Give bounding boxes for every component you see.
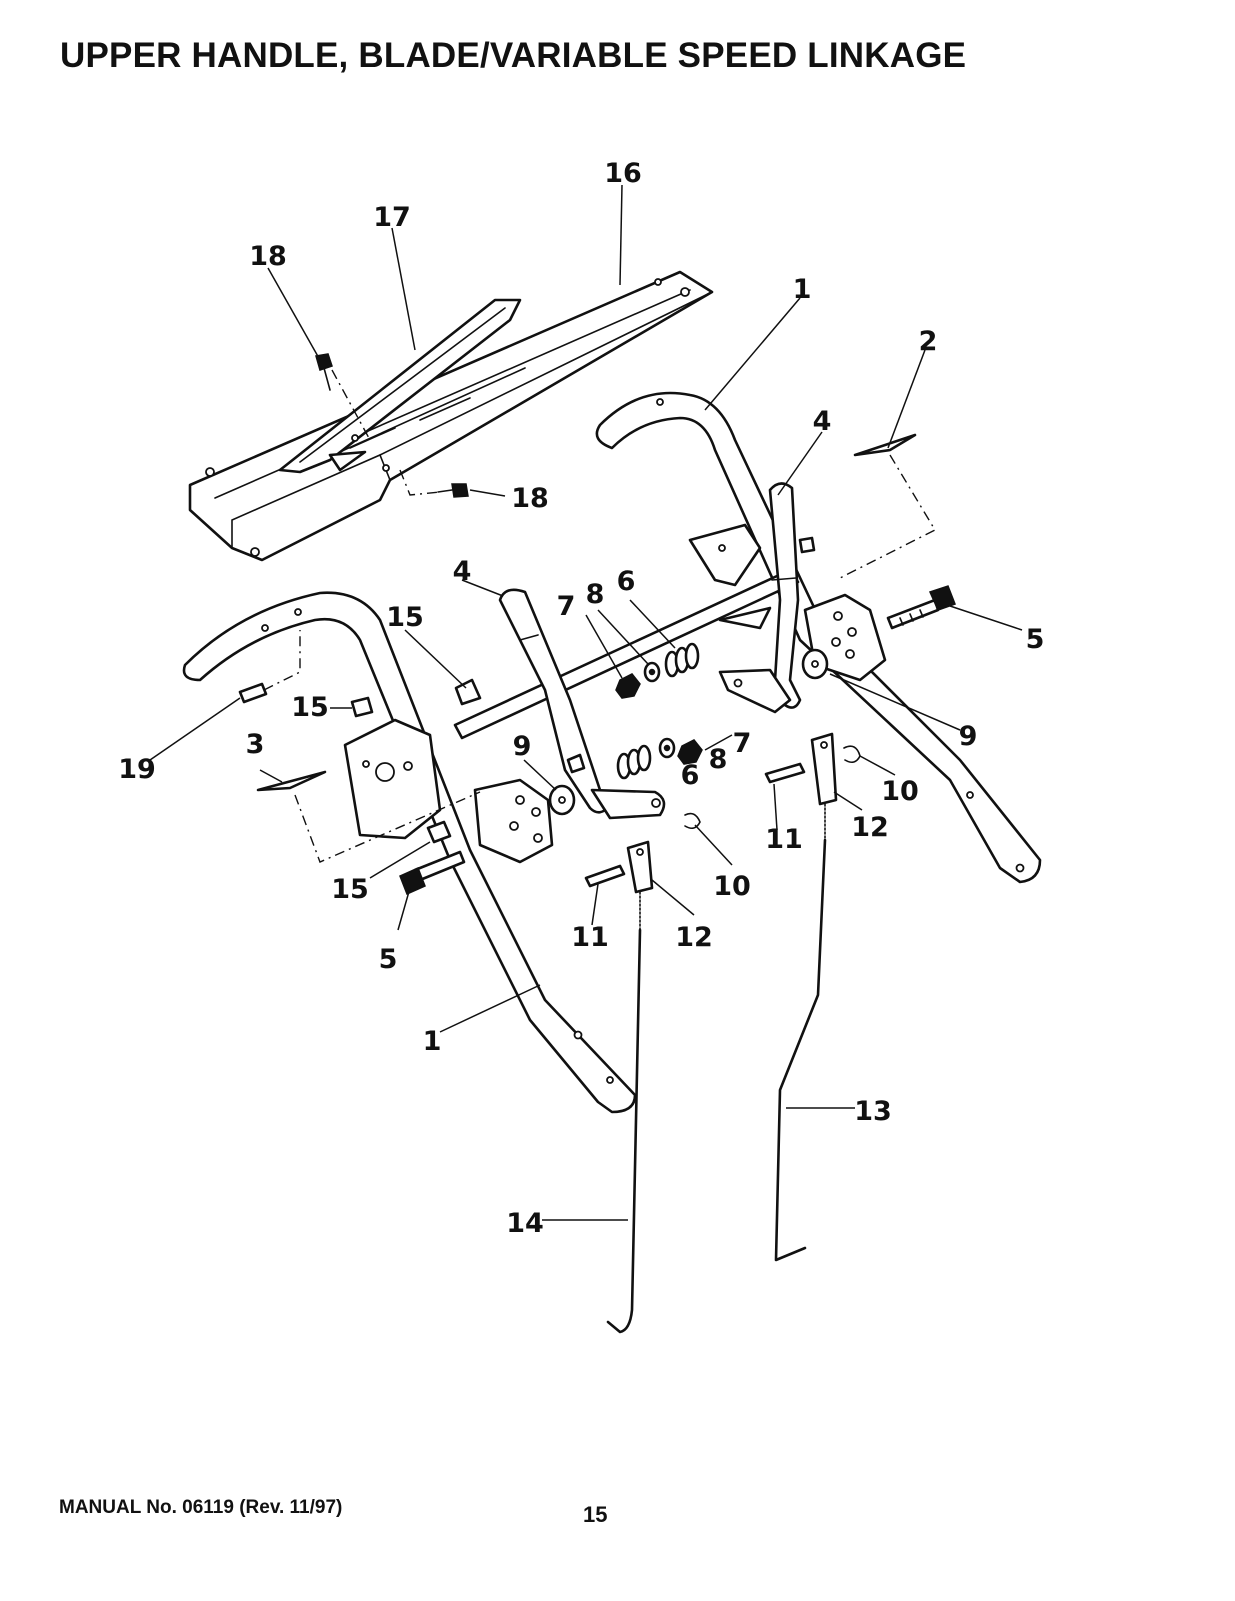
- clevis-part-12-left: [626, 840, 654, 894]
- bolt-part-5-left: [399, 850, 466, 896]
- callout-14: 14: [506, 1208, 544, 1239]
- callout-1: 1: [793, 274, 812, 305]
- spring-part-6-upper: [664, 642, 700, 678]
- decal-part-3: [256, 770, 327, 792]
- control-lever-part-4-left: [498, 588, 666, 820]
- screw-alignment-line: [331, 369, 371, 441]
- callout-8: 8: [586, 579, 605, 610]
- callout-5: 5: [1026, 624, 1045, 655]
- left-pivot-bracket: [473, 778, 554, 864]
- screw-part-18-upper: [315, 353, 333, 391]
- callout-19: 19: [118, 754, 156, 785]
- callout-9: 9: [959, 721, 978, 752]
- clip-part-10-left: [684, 812, 701, 830]
- decal-part-2: [853, 433, 917, 457]
- clip-part-15-top: [454, 678, 482, 706]
- nut-part-7-lower: [677, 739, 703, 765]
- washer-part-8-lower: [658, 737, 676, 759]
- callout-17: 17: [373, 202, 411, 233]
- washer-part-8-upper: [643, 661, 661, 683]
- pin-part-19: [238, 682, 268, 704]
- decal-2-leader: [839, 454, 936, 579]
- callout-4: 4: [453, 556, 472, 587]
- clip-part-15-mid: [350, 696, 374, 718]
- washer-part-9-right: [801, 648, 829, 680]
- callout-8: 8: [709, 744, 728, 775]
- manual-number: MANUAL No. 06119 (Rev. 11/97): [59, 1497, 343, 1518]
- callout-12: 12: [851, 812, 889, 843]
- pin-part-11-left: [584, 864, 626, 888]
- callout-11: 11: [571, 922, 609, 953]
- callout-15: 15: [291, 692, 329, 723]
- callout-6: 6: [617, 566, 636, 597]
- callout-6: 6: [681, 760, 700, 791]
- rod-part-14: [606, 891, 642, 1334]
- callout-18: 18: [511, 483, 549, 514]
- bolt-part-5-right: [886, 585, 956, 630]
- page-title: UPPER HANDLE, BLADE/VARIABLE SPEED LINKA…: [60, 36, 967, 75]
- callout-10: 10: [881, 776, 919, 807]
- nut-part-7-upper: [615, 673, 641, 699]
- callout-13: 13: [854, 1096, 892, 1127]
- spring-part-6-lower: [616, 744, 652, 780]
- callout-10: 10: [713, 871, 751, 902]
- callout-7: 7: [733, 728, 752, 759]
- screw-part-18-lower: [437, 483, 469, 498]
- control-lever-part-4-right: [718, 482, 816, 714]
- callout-5: 5: [379, 944, 398, 975]
- page-number: 15: [583, 1502, 608, 1527]
- rod-part-13: [774, 803, 827, 1262]
- callout-4: 4: [813, 406, 832, 437]
- callout-18: 18: [249, 241, 287, 272]
- left-mount-plate: [343, 718, 442, 840]
- handle-part-1-left: [182, 591, 637, 1114]
- callout-2: 2: [919, 326, 938, 357]
- washer-part-9-left: [548, 784, 576, 816]
- clip-part-10-right: [843, 745, 861, 764]
- callout-1: 1: [423, 1026, 442, 1057]
- callout-9: 9: [513, 731, 532, 762]
- bracket-plate-part-17: [278, 298, 522, 474]
- callout-16: 16: [604, 158, 642, 189]
- pin-part-11-right: [764, 762, 806, 784]
- callout-15: 15: [386, 602, 424, 633]
- upper-right-bracket: [688, 523, 772, 630]
- callout-3: 3: [246, 729, 265, 760]
- clevis-part-12-right: [810, 732, 838, 806]
- decal-3-leader: [294, 791, 481, 863]
- clip-part-15-bottom: [426, 820, 452, 844]
- screw-alignment-line: [399, 469, 441, 496]
- callout-7: 7: [557, 591, 576, 622]
- leader-lines: [149, 184, 1023, 1221]
- callout-11: 11: [765, 824, 803, 855]
- pin-alignment-line: [263, 630, 301, 691]
- callout-15: 15: [331, 874, 369, 905]
- callout-12: 12: [675, 922, 713, 953]
